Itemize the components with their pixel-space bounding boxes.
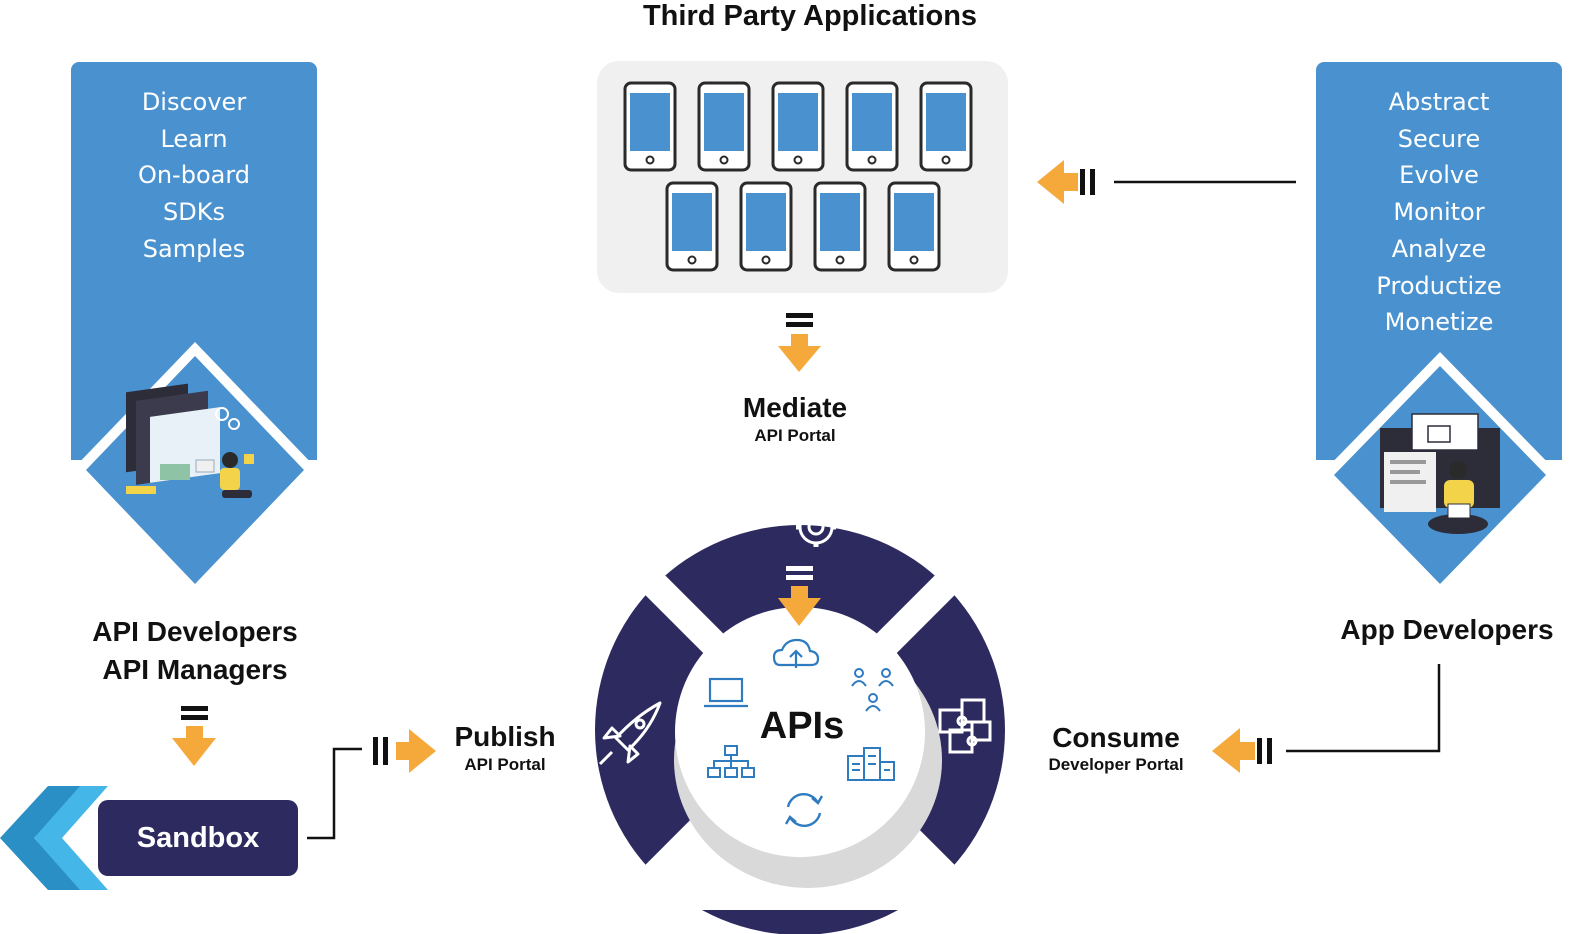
- puzzle-icon: [938, 698, 992, 754]
- list-item: Analyze: [1391, 234, 1487, 263]
- arrow-into-apis: [778, 566, 821, 626]
- arrow-third-party: [1037, 160, 1095, 204]
- role-line-2: API Managers: [102, 654, 288, 685]
- list-item: Secure: [1397, 124, 1481, 153]
- consume-title: Consume: [1052, 722, 1180, 753]
- sync-icon: [784, 792, 824, 828]
- right-panel-list: Abstract Secure Evolve Monitor Analyze P…: [1316, 84, 1562, 341]
- arrow-publish: [373, 729, 436, 773]
- arrow-consume: [1212, 728, 1272, 773]
- list-item: Evolve: [1399, 161, 1479, 190]
- list-item: SDKs: [163, 198, 225, 227]
- publish-subtitle: API Portal: [464, 755, 546, 774]
- phone-icon: [919, 81, 973, 172]
- hierarchy-icon: [707, 745, 755, 778]
- list-item: Monitor: [1393, 198, 1485, 227]
- consume-subtitle: Developer Portal: [1048, 755, 1184, 774]
- mediate-title: Mediate: [742, 392, 848, 423]
- list-item: Abstract: [1388, 88, 1490, 116]
- list-item: Discover: [141, 88, 247, 116]
- list-item: Learn: [160, 124, 228, 153]
- list-item: Monetize: [1384, 308, 1494, 337]
- phone-icon: [813, 181, 867, 272]
- chevron-logo-icon: [0, 786, 108, 890]
- phones-layer: [623, 81, 973, 272]
- phone-icon: [697, 81, 751, 172]
- apis-label: APIs: [759, 705, 845, 747]
- sandbox-box[interactable]: Sandbox: [98, 800, 298, 876]
- phone-icon: [887, 181, 941, 272]
- api-developers-label: API Developers API Managers: [60, 613, 330, 689]
- phone-icon: [623, 81, 677, 172]
- phone-icon: [739, 181, 793, 272]
- buildings-icon: [847, 747, 895, 781]
- phone-icon: [665, 181, 719, 272]
- gear-icon: [765, 489, 836, 547]
- diagram-title: Third Party Applications: [642, 0, 978, 32]
- list-item: Productize: [1376, 271, 1502, 300]
- cloud-upload-icon: [772, 638, 820, 668]
- app-developer-illustration: [1320, 352, 1560, 598]
- monitor-icon: [704, 677, 748, 708]
- list-item: On-board: [137, 161, 251, 190]
- phone-icon: [771, 81, 825, 172]
- app-developers-label: App Developers: [1340, 614, 1554, 645]
- connector-lines: [307, 180, 1441, 840]
- arrow-sandbox: [172, 706, 216, 766]
- mediate-subtitle: API Portal: [754, 426, 836, 445]
- people-network-icon: [851, 668, 894, 712]
- left-panel-list: Discover Learn On-board SDKs Samples: [71, 84, 317, 268]
- role-line-1: API Developers: [92, 616, 298, 647]
- rocket-icon: [598, 701, 662, 766]
- left-panel: Discover Learn On-board SDKs Samples: [71, 62, 317, 460]
- list-item: Samples: [142, 234, 246, 263]
- arrow-mediate: [778, 313, 821, 372]
- publish-title: Publish: [454, 721, 556, 752]
- api-developer-illustration: [72, 342, 318, 598]
- phone-icon: [845, 81, 899, 172]
